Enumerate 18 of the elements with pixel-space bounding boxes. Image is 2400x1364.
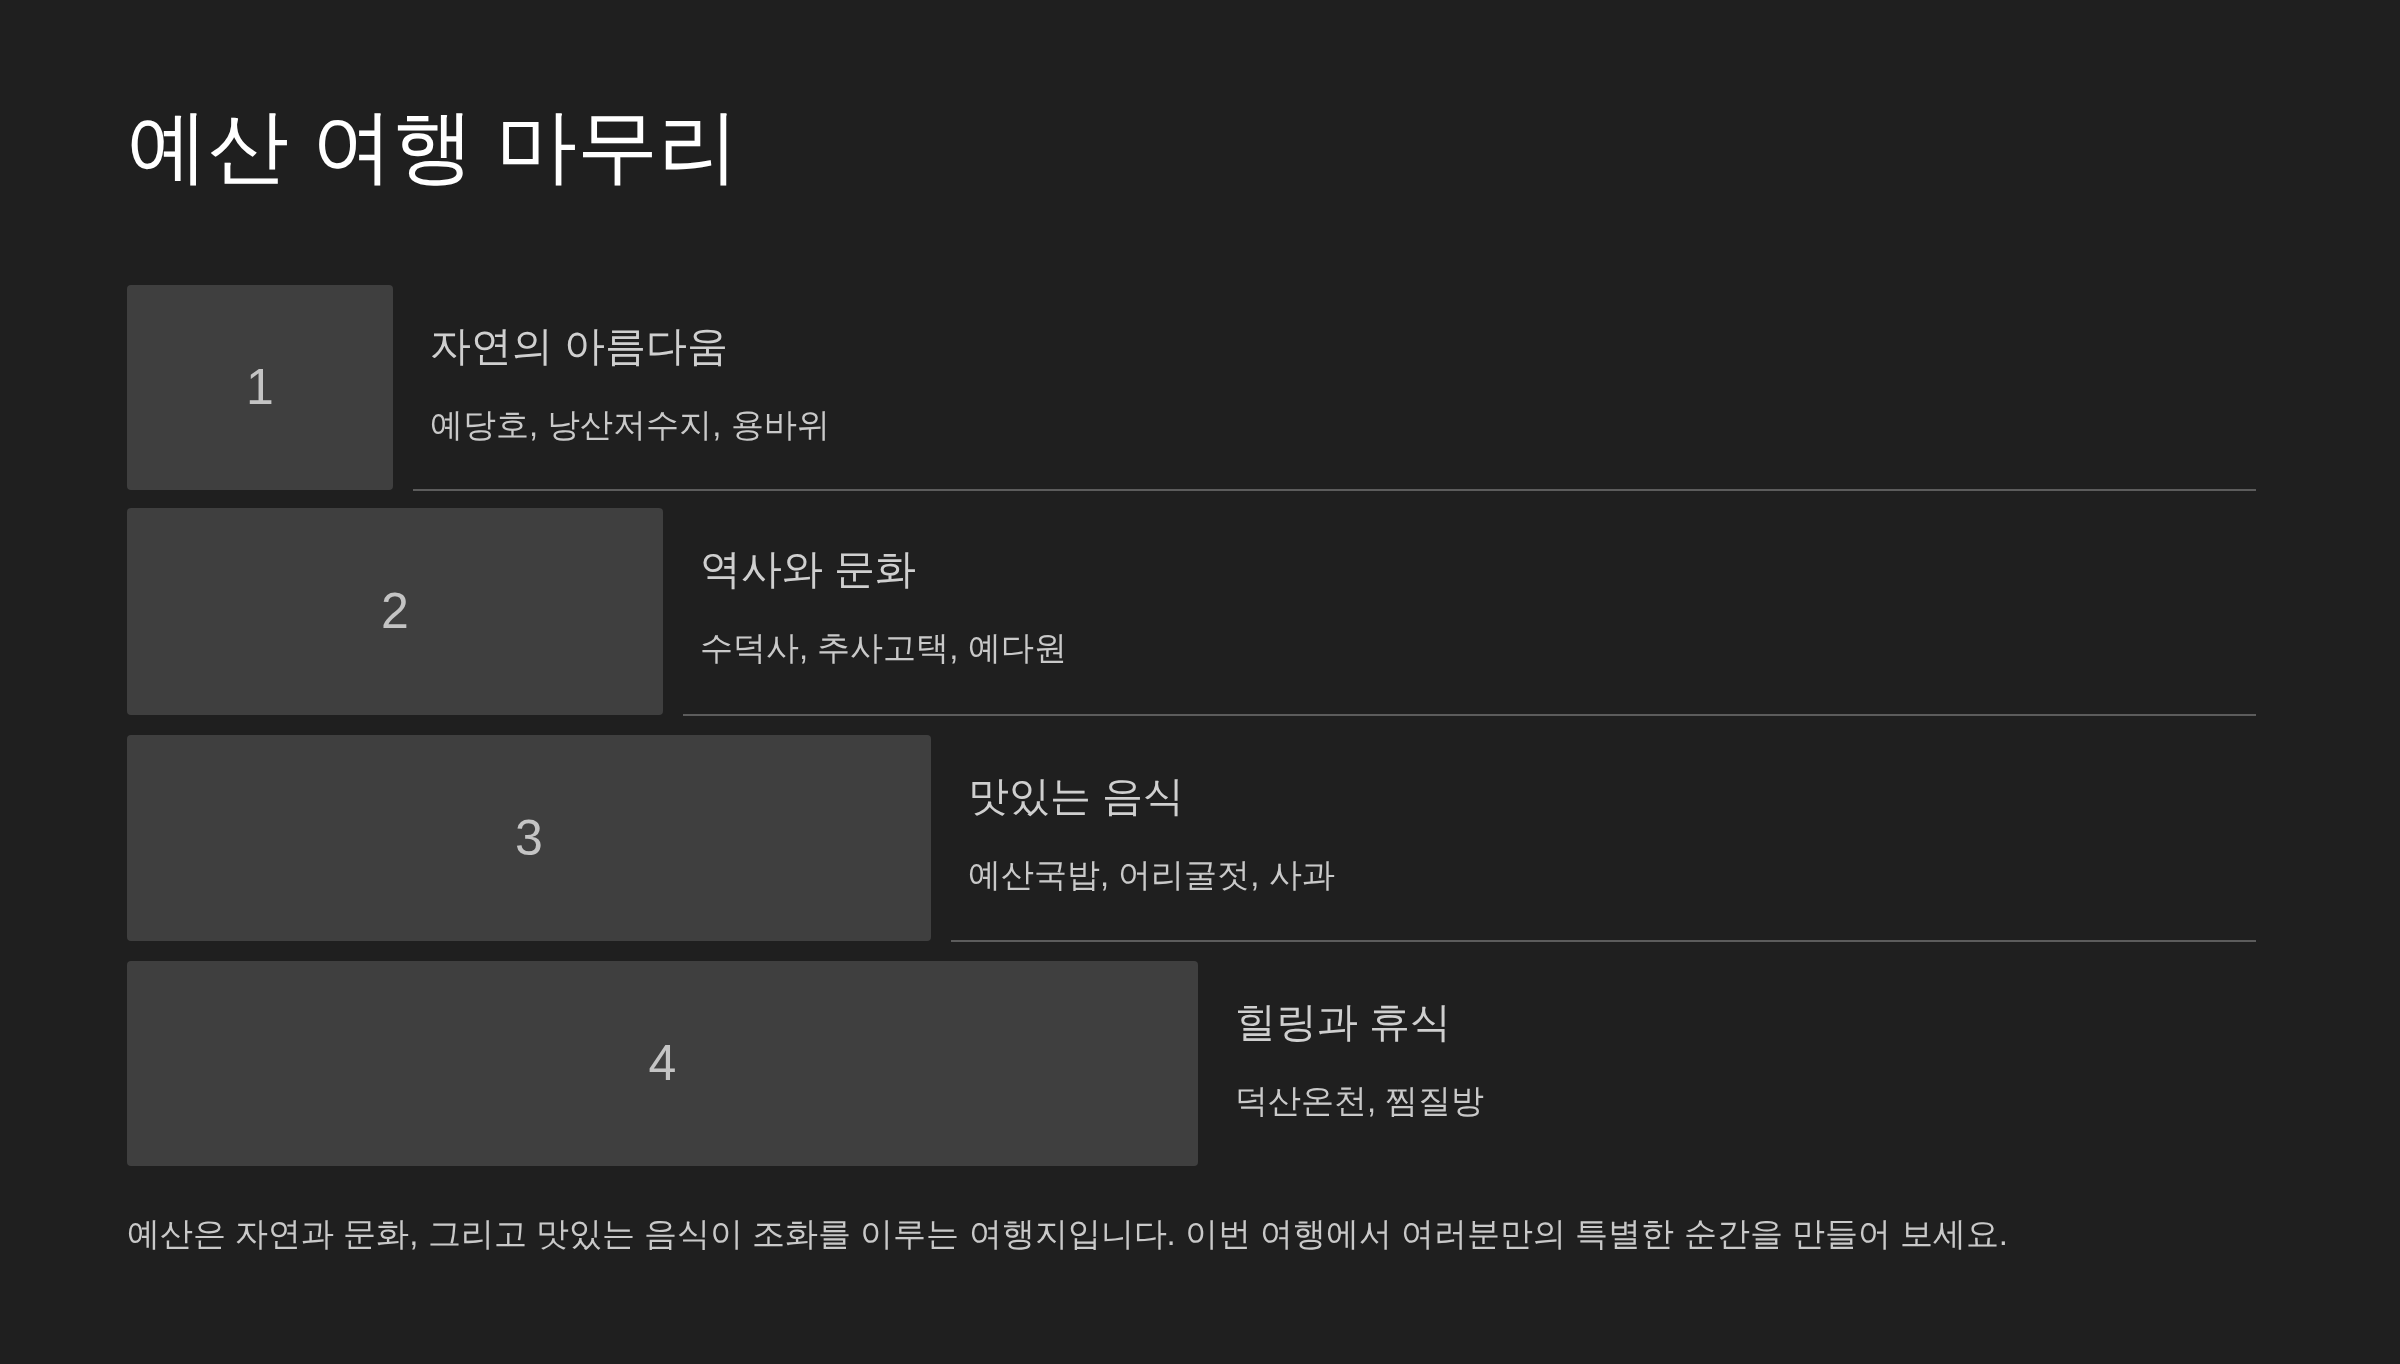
step-number: 1 bbox=[246, 360, 274, 415]
step-number: 4 bbox=[648, 1036, 677, 1091]
step-box bbox=[127, 961, 1198, 1166]
step-description: 수덕사, 추사고택, 예다원 bbox=[700, 628, 1067, 668]
step-heading: 역사와 문화 bbox=[700, 545, 917, 594]
step-number: 3 bbox=[515, 810, 543, 866]
step-box bbox=[127, 735, 931, 941]
step-heading: 자연의 아름다움 bbox=[430, 322, 729, 371]
step-box bbox=[127, 285, 393, 490]
step-number: 2 bbox=[381, 584, 409, 639]
step-description: 예당호, 낭산저수지, 용바위 bbox=[430, 405, 830, 445]
step-heading: 힐링과 휴식 bbox=[1235, 998, 1452, 1047]
step-box bbox=[127, 508, 663, 715]
summary-text: 예산은 자연과 문화, 그리고 맛있는 음식이 조화를 이루는 여행지입니다. 이번 여행에서 여러분만의 특별한 순간을 만들어 보세요. bbox=[127, 1214, 2009, 1254]
step-description: 예산국밥, 어리굴젓, 사과 bbox=[968, 855, 1335, 895]
step-description: 덕산온천, 찜질방 bbox=[1235, 1081, 1485, 1121]
slide-title: 예산 여행 마무리 bbox=[127, 100, 739, 193]
step-heading: 맛있는 음식 bbox=[968, 772, 1185, 821]
